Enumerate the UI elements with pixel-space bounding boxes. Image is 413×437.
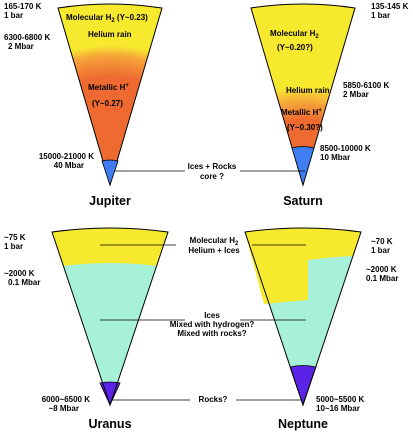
ices-line1: Ices [204,311,220,320]
jupiter-wedge [57,3,163,187]
neptune-transition-temp: ~2000 K [366,265,397,274]
saturn-transition-pressure: 2 Mbar [343,90,369,99]
uranus-transition-temp: ~2000 K [4,269,35,278]
neptune-outline [244,227,362,407]
uranus-transition-pressure: 0.1 Mbar [8,278,40,287]
saturn-core [291,146,315,187]
uranus-wedge [51,227,169,407]
saturn-transition-temp: 5850-6100 K [343,81,389,90]
envelope-line1: Molecular H2 [190,236,239,247]
neptune-name: Neptune [278,417,328,431]
jupiter-name: Jupiter [89,194,131,208]
core-note-line1: Ices + Rocks [188,162,237,171]
jupiter-core [101,159,119,187]
envelope-line2: Helium + Ices [188,246,240,255]
saturn-surface-pressure: 1 bar [371,11,390,20]
jupiter-surface-pressure: 1 bar [4,11,23,20]
uranus-core-temp: 6000~6500 K [42,395,90,404]
saturn-name: Saturn [283,194,323,208]
neptune-transition-pressure: 0.1 Mbar [366,274,398,283]
jupiter-transition-pressure: 2 Mbar [8,42,34,51]
neptune-envelope [245,228,361,304]
uranus-name: Uranus [88,417,131,431]
jupiter-envelope [57,3,163,187]
saturn-core-temp: 8500-10000 K [320,144,371,153]
saturn-wedge [250,3,356,187]
uranus-rock-core [99,381,121,406]
jupiter-transition-temp: 6300-6800 K [4,33,50,42]
core-note-line2: core ? [200,172,224,181]
saturn-molecular-helium-fraction: (Y~0.20?) [277,43,313,52]
neptune-core-temp: 5000~5500 K [316,395,364,404]
uranus-core-pressure: ~8 Mbar [49,404,79,413]
jupiter-core-pressure: 40 Mbar [54,161,84,170]
uranus-surface-pressure: 1 bar [4,242,23,251]
uranus-ice-mantle [52,228,168,405]
neptune-surface-temp: ~70 K [371,237,393,246]
neptune-wedge [244,227,362,407]
saturn-envelope [250,3,356,187]
uranus-envelope [52,228,168,266]
jupiter-molecular-label: Molecular H2 (Y~0.23) [66,13,148,24]
neptune-rock-core [289,365,317,407]
neptune-surface-pressure: 1 bar [371,246,390,255]
ices-line3: Mixed with rocks? [177,329,246,338]
jupiter-core-temp: 15000-21000 K [39,152,94,161]
saturn-core-pressure: 10 Mbar [320,153,350,162]
neptune-core-pressure: 10~16 Mbar [316,404,360,413]
saturn-molecular-label: Molecular H2 [270,29,319,40]
jupiter-metallic-helium-fraction: (Y~0.27) [92,99,123,108]
saturn-metallic-label: Metallic H+ [281,108,322,117]
saturn-helium-rain-label: Helium rain [286,86,330,95]
rocks-label: Rocks? [199,395,228,404]
saturn-surface-temp: 135-145 K [371,2,409,11]
jupiter-metallic-label: Metallic H+ [88,83,129,92]
uranus-surface-temp: ~75 K [4,233,26,242]
ices-line2: Mixed with hydrogen? [170,320,255,329]
saturn-metallic-helium-fraction: (Y~0.30?) [287,123,323,132]
jupiter-surface-temp: 165-170 K [4,2,42,11]
uranus-outline [51,227,169,407]
jupiter-helium-rain-label: Helium rain [88,30,132,39]
